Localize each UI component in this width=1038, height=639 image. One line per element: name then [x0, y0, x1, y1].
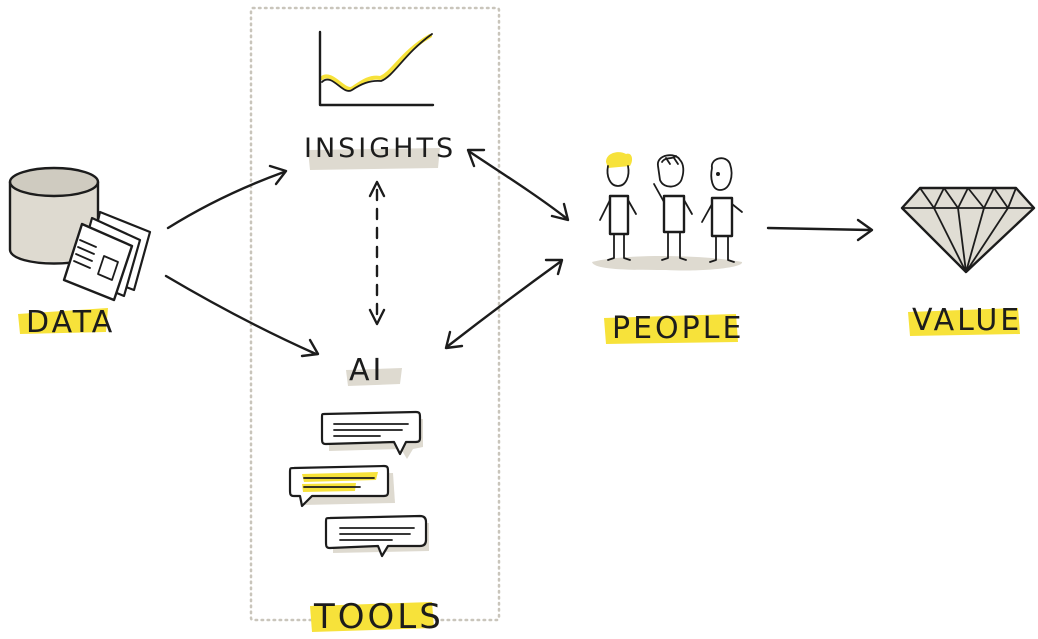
value-label-highlight — [908, 308, 1020, 336]
ai-label: AI — [349, 353, 384, 388]
documents-icon — [62, 210, 152, 302]
people-group-icon — [599, 152, 743, 263]
arrow-people-to-value — [766, 218, 874, 242]
chat-bubble-top — [320, 410, 423, 459]
tools-label-highlight — [310, 602, 434, 632]
arrow-insights-people — [466, 148, 570, 222]
person-middle-icon — [653, 154, 693, 261]
ai-label-shadow — [346, 368, 402, 386]
arrow-data-to-insights — [166, 164, 288, 230]
arrow-insights-ai-dashed — [368, 180, 386, 326]
chat-bubbles-icon — [288, 410, 429, 558]
arrow-people-ai — [444, 258, 564, 350]
insights-label-shadow — [308, 148, 440, 170]
diamond-icon — [900, 186, 1036, 274]
value-label: VALUE — [912, 303, 1022, 338]
line-chart-icon — [318, 30, 435, 107]
person-right-icon — [701, 157, 743, 263]
person-left-icon — [599, 152, 637, 261]
insights-label: INSIGHTS — [304, 133, 456, 164]
chat-bubble-bottom — [324, 514, 429, 558]
people-label: PEOPLE — [612, 311, 744, 346]
arrow-data-to-ai — [164, 274, 320, 358]
tools-label: TOOLS — [313, 597, 444, 635]
chat-bubble-middle — [288, 464, 395, 508]
data-label-highlight — [18, 308, 108, 334]
data-label: DATA — [26, 305, 115, 340]
people-label-highlight — [604, 314, 738, 344]
